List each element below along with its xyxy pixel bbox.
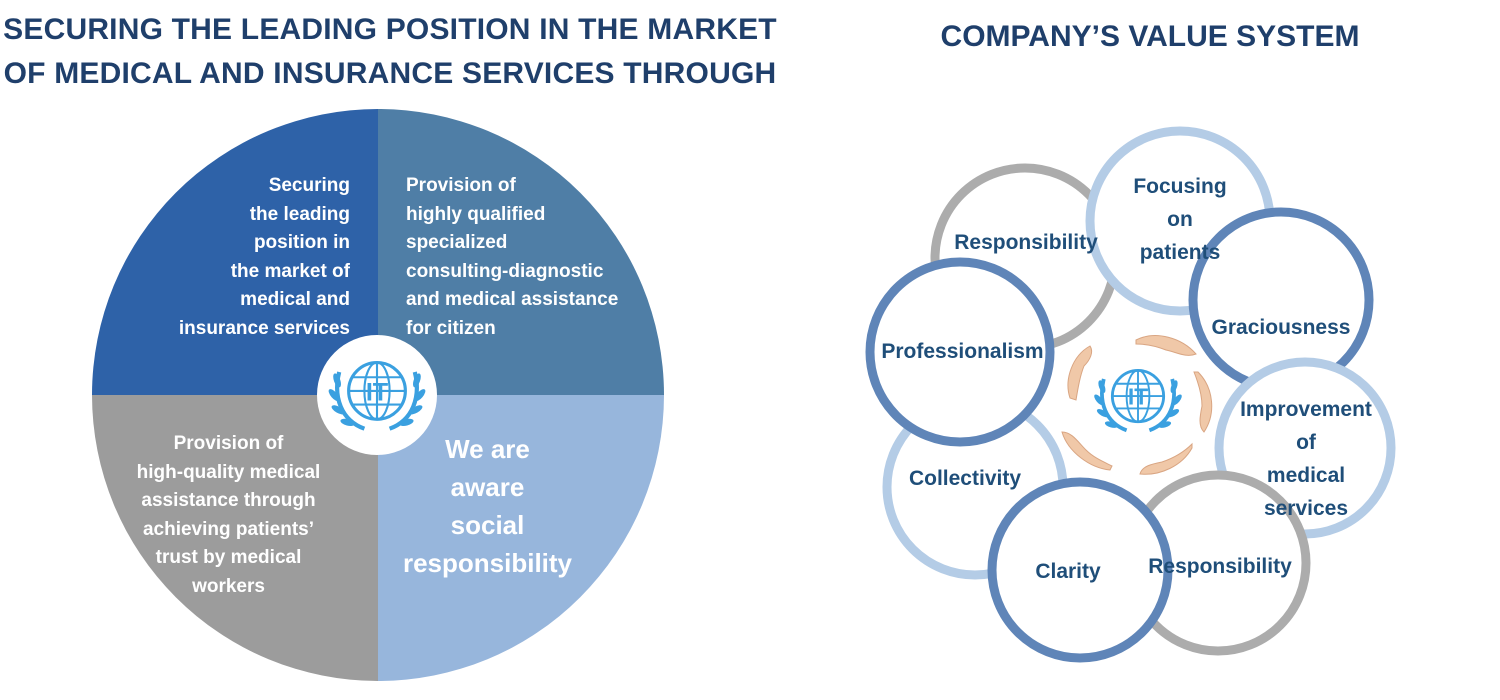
- text-line: and medical assistance: [406, 289, 619, 310]
- center-logo: IT: [317, 335, 437, 455]
- text-line: the market of: [230, 260, 350, 282]
- text-line: patients: [1139, 241, 1221, 264]
- text-line: position in: [253, 232, 350, 253]
- text-line: Collectivity: [908, 467, 1022, 490]
- text-line: on: [1167, 208, 1193, 231]
- text-line: workers: [192, 575, 265, 597]
- value-logo-text: IT: [1128, 384, 1148, 410]
- left-title-line-1: SECURING THE LEADING POSITION IN THE MAR…: [3, 13, 777, 46]
- text-line: of: [1296, 431, 1316, 454]
- text-line: Provision of: [406, 175, 516, 196]
- quadrant-top-right-text: Provision of highly qualified specialize…: [406, 172, 656, 343]
- value-system-logo-icon: IT: [1090, 368, 1186, 433]
- quadrant-top-left-text: Securing the leading position in the mar…: [120, 172, 350, 343]
- text-line: aware: [450, 472, 525, 502]
- globe-laurel-logo-icon: IT: [327, 363, 427, 429]
- text-line: assistance through: [141, 490, 316, 511]
- value-graciousness: Graciousness: [1196, 311, 1366, 344]
- text-line: social: [450, 510, 525, 540]
- logo-text: IT: [366, 378, 389, 406]
- text-line: medical and: [240, 289, 350, 310]
- text-line: Improvement: [1240, 398, 1372, 421]
- text-line: Responsibility: [1148, 555, 1292, 578]
- text-line: Provision of: [173, 433, 284, 454]
- text-line: Responsibility: [954, 231, 1098, 254]
- value-responsibility-top: Responsibility: [940, 226, 1112, 259]
- text-line: medical: [1266, 464, 1346, 487]
- text-line: Graciousness: [1211, 316, 1351, 339]
- text-line: We are: [445, 434, 530, 464]
- value-rings: [865, 126, 1396, 663]
- text-line: Clarity: [1035, 560, 1101, 583]
- value-system-title: COMPANY’S VALUE SYSTEM: [940, 20, 1360, 53]
- value-clarity: Clarity: [1008, 555, 1128, 588]
- quadrant-pie: [92, 109, 664, 681]
- text-line: consulting-diagnostic: [406, 260, 604, 282]
- text-line: responsibility: [402, 548, 573, 578]
- text-line: services: [1263, 497, 1349, 520]
- text-line: achieving patients’: [142, 518, 315, 540]
- left-title-line-2: OF MEDICAL AND INSURANCE SERVICES THROUG…: [3, 57, 777, 90]
- text-line: Securing: [268, 175, 350, 196]
- text-line: Professionalism: [881, 340, 1044, 363]
- quadrant-bottom-right-text: We are aware social responsibility: [390, 430, 585, 582]
- text-line: for citizen: [406, 317, 496, 339]
- value-improvement-of-medical-services: Improvement of medical services: [1222, 393, 1390, 525]
- ring-clarity: [987, 477, 1173, 663]
- text-line: trust by medical: [155, 547, 302, 568]
- text-line: the leading: [249, 203, 350, 225]
- text-line: specialized: [406, 232, 508, 253]
- ring-professionalism: [865, 257, 1055, 447]
- value-professionalism: Professionalism: [870, 335, 1055, 368]
- hands-illustration: [1061, 335, 1213, 475]
- left-title: SECURING THE LEADING POSITION IN THE MAR…: [0, 8, 780, 96]
- text-line: insurance services: [178, 317, 350, 339]
- value-responsibility-bottom: Responsibility: [1134, 550, 1306, 583]
- text-line: Focusing: [1133, 175, 1227, 198]
- quadrant-bottom-left-text: Provision of high-quality medical assist…: [110, 430, 347, 601]
- text-line: high-quality medical: [136, 461, 321, 483]
- value-focusing-on-patients: Focusing on patients: [1090, 170, 1270, 269]
- text-line: highly qualified: [406, 203, 546, 225]
- value-collectivity: Collectivity: [890, 462, 1040, 495]
